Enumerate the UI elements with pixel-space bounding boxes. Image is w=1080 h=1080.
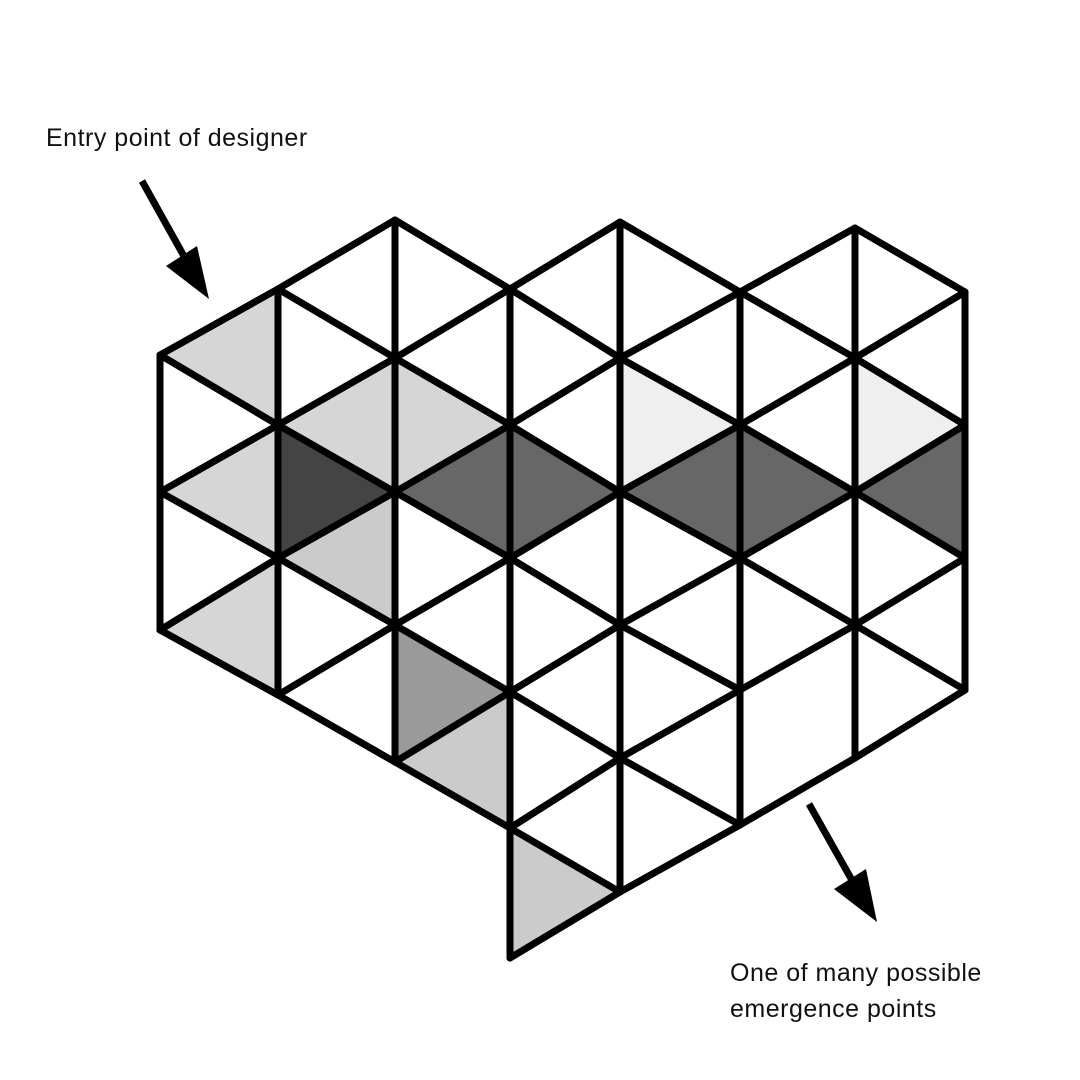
emergence-label-line-2: emergence points bbox=[730, 995, 937, 1023]
shaded-path bbox=[160, 289, 965, 958]
emergence-arrow-icon bbox=[805, 802, 877, 922]
tri-shade-17 bbox=[510, 828, 620, 958]
tri-shade-5 bbox=[278, 492, 395, 625]
tri-shade-7 bbox=[278, 425, 395, 558]
tri-shade-16 bbox=[395, 692, 510, 828]
tri-shade-10 bbox=[620, 425, 740, 558]
tri-shade-13 bbox=[620, 358, 740, 492]
tri-shade-1 bbox=[160, 289, 278, 425]
tri-shade-6 bbox=[160, 558, 278, 695]
triangle-grid-lines bbox=[156, 216, 969, 962]
tri-shade-8 bbox=[395, 425, 510, 558]
entry-label: Entry point of designer bbox=[46, 124, 308, 152]
tri-shade-2 bbox=[278, 358, 395, 492]
tri-shade-9 bbox=[510, 425, 620, 558]
entry-arrow-icon bbox=[138, 179, 209, 299]
tri-shade-12 bbox=[855, 425, 965, 558]
tri-shade-15 bbox=[395, 625, 510, 762]
tri-shade-11 bbox=[740, 425, 855, 558]
tri-shade-4 bbox=[160, 425, 278, 558]
tri-shade-14 bbox=[855, 358, 965, 492]
tri-shade-3 bbox=[395, 358, 510, 492]
emergence-label-line-1: One of many possible bbox=[730, 959, 982, 987]
